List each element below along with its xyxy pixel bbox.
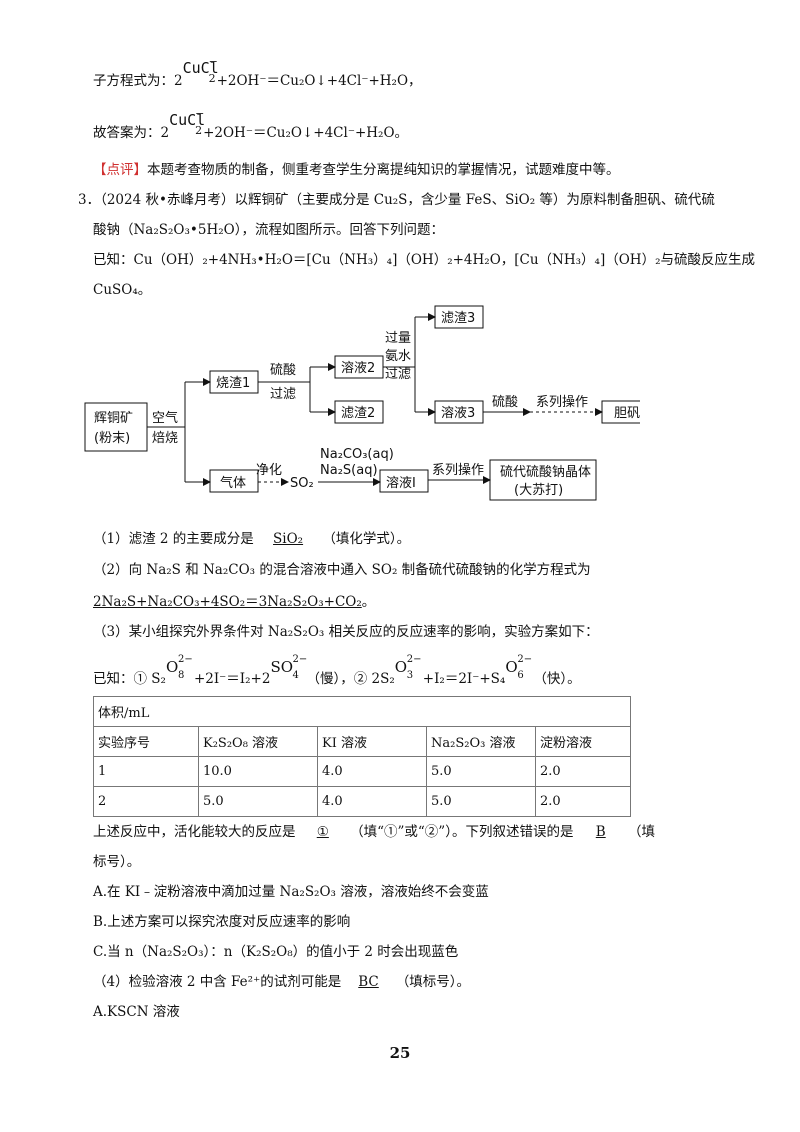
col-header: K₂S₂O₈ 溶液 — [198, 726, 318, 757]
col-header: KI 溶液 — [317, 726, 427, 757]
q3a: 上述反应中，活化能较大的反应是 ① （填“①”或“②”）。下列叙述错误的是 B … — [93, 824, 656, 840]
sol3-label: 溶液3 — [441, 406, 475, 421]
slag3-label: 滤渣3 — [441, 311, 475, 326]
slag2-label: 滤渣2 — [341, 406, 375, 421]
cucl2-ion: CuCl−2 — [169, 107, 206, 137]
q1: （1）滤渣 2 的主要成分是 SiO₂ （填化学式）。 — [93, 531, 411, 547]
q2-answer: 2Na₂S+Na₂CO₃+4SO₂＝3Na₂S₂O₃+CO₂ — [93, 594, 362, 610]
cucl2-ion: CuCl−2 — [182, 55, 219, 85]
q4: （4）检验溶液 2 中含 Fe²⁺的试剂可能是 BC （填标号）。 — [93, 974, 471, 990]
slag1-label: 烧渣1 — [216, 376, 250, 391]
ops2-label: 系列操作 — [432, 462, 484, 478]
acid2-label: 硫酸 — [492, 395, 518, 410]
q3a-tail: 标号）。 — [93, 854, 141, 870]
q3a-answer-2: B — [595, 824, 606, 840]
q4-answer: BC — [358, 974, 379, 990]
q3-intro-2: 酸钠（Na₂S₂O₃•5H₂O），流程如图所示。回答下列问题： — [93, 222, 444, 238]
q3-intro-1: 3．（2024 秋•赤峰月考）以辉铜矿（主要成分是 Cu₂S，含少量 FeS、S… — [78, 192, 715, 208]
reagent2-label: Na₂S(aq) — [320, 463, 378, 478]
col-header: 淀粉溶液 — [535, 726, 631, 757]
ops-label: 系列操作 — [536, 394, 588, 410]
gas-label: 气体 — [220, 475, 246, 491]
sol1-label: 溶液I — [386, 476, 416, 491]
comment: 【点评】本题考查物质的制备，侧重考查学生分离提纯知识的掌握情况，试题难度中等。 — [93, 162, 620, 178]
ammonia-label: 氨水 — [385, 349, 411, 364]
product-label-2: (大苏打) — [514, 482, 563, 498]
option-a: A.在 KI﹣淀粉溶液中滴加过量 Na₂S₂O₃ 溶液，溶液始终不会变蓝 — [93, 884, 489, 900]
roast-label: 焙烧 — [152, 431, 178, 446]
air-label: 空气 — [152, 410, 178, 426]
experiment-table: 体积/mL 实验序号 K₂S₂O₈ 溶液 KI 溶液 Na₂S₂O₃ 溶液 淀粉… — [93, 696, 631, 817]
q2-answer-line: 2Na₂S+Na₂CO₃+4SO₂＝3Na₂S₂O₃+CO₂。 — [93, 590, 375, 610]
ore-label-2: (粉末) — [94, 431, 130, 446]
page-number: 25 — [389, 1044, 411, 1062]
q1-answer: SiO₂ — [273, 531, 304, 547]
col-header: 实验序号 — [93, 726, 199, 757]
q3-known-2: CuSO₄。 — [93, 282, 152, 298]
q3a-answer-1: ① — [316, 824, 329, 840]
q3-part: （3）某小组探究外界条件对 Na₂S₂O₃ 相关反应的反应速率的影响，实验方案如… — [93, 624, 599, 640]
col-header: Na₂S₂O₃ 溶液 — [426, 726, 536, 757]
option-b: B.上述方案可以探究浓度对反应速率的影响 — [93, 914, 351, 930]
ore-label: 辉铜矿 — [94, 411, 133, 426]
filter-label: 过滤 — [270, 387, 296, 402]
option-a-kscn: A.KSCN 溶液 — [93, 1004, 180, 1020]
reagent1-label: Na₂CO₃(aq) — [320, 447, 394, 462]
filter2-label: 过滤 — [385, 367, 411, 382]
q2: （2）向 Na₂S 和 Na₂CO₃ 的混合溶液中通入 SO₂ 制备硫代硫酸钠的… — [93, 562, 591, 578]
process-flowchart: 辉铜矿 (粉末) 空气 焙烧 烧渣1 硫酸 过滤 溶液2 滤渣2 过量 氨水 过… — [84, 305, 640, 501]
product-label: 硫代硫酸钠晶体 — [500, 465, 591, 480]
alum-label: 胆矾 — [614, 406, 640, 421]
q3-known-1: 已知：Cu（OH）₂+4NH₃•H₂O＝[Cu（NH₃）₄]（OH）₂+4H₂O… — [93, 252, 755, 268]
table-header: 体积/mL — [93, 696, 631, 727]
option-c: C.当 n（Na₂S₂O₃）：n（K₂S₂O₈）的值小于 2 时会出现蓝色 — [93, 944, 459, 960]
acid-label: 硫酸 — [270, 363, 296, 378]
so2-label: SO₂ — [290, 476, 314, 491]
sol2-label: 溶液2 — [341, 361, 375, 376]
purify-label: 净化 — [256, 463, 282, 478]
excess-label: 过量 — [385, 331, 411, 346]
